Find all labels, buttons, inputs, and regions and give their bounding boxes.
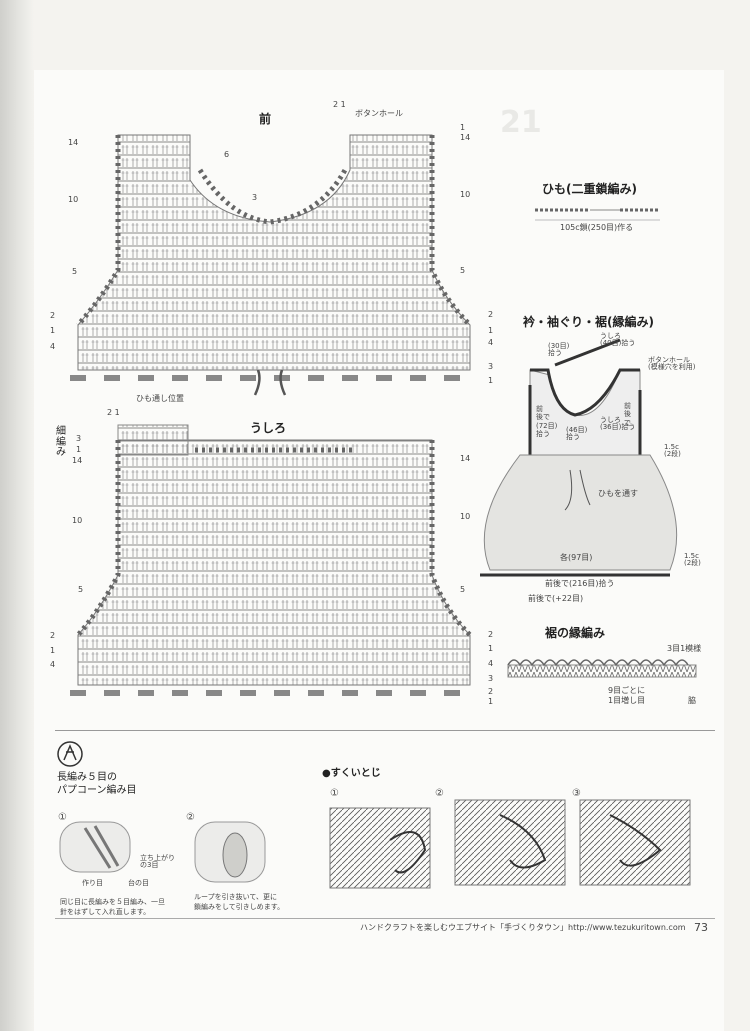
hem-increase-label: 9目ごとに 1目増し目 xyxy=(608,686,646,706)
edging-label-back40: うしろ (40目)拾う xyxy=(600,332,636,347)
footer-divider xyxy=(55,918,715,919)
front-left-row-label: 4 xyxy=(50,342,56,351)
front-top-rows: 2 1 xyxy=(333,100,346,109)
front-part-title: 前 xyxy=(259,112,272,126)
front-right-row-label: 5 xyxy=(460,266,466,275)
back-left-row-label: 4 xyxy=(50,660,56,669)
page-number: 73 xyxy=(694,921,708,934)
popcorn-chain3-label: 立ち上がり の3目 xyxy=(140,854,175,869)
edging-label-97: 各(97目) xyxy=(560,553,593,562)
edging-label-front72: 前 後で (72目) 拾う xyxy=(536,405,558,439)
edging-title: 衿・袖ぐり・裾(縁編み) xyxy=(523,315,654,329)
sukui-step3: ③ xyxy=(572,788,581,799)
edging-label-front-side: 前 後 で xyxy=(624,402,631,427)
front-right-row-label: 2 xyxy=(488,310,494,319)
footer-website: ハンドクラフトを楽しむウエブサイト「手づくりタウン」http://www.tez… xyxy=(360,923,686,932)
back-left-row-label: 14 xyxy=(72,456,83,465)
edging-label-15c-bottom: 1.5c (2段) xyxy=(684,552,701,567)
back-left-row-label: 1 xyxy=(76,445,82,454)
back-right-row-label: 10 xyxy=(460,512,471,521)
front-right-row-label: 10 xyxy=(460,190,471,199)
edging-label-46: (46目) 拾う xyxy=(566,426,588,441)
back-part-title: うしろ xyxy=(250,421,287,435)
back-left-row-label: 1 xyxy=(50,646,56,655)
front-left-row-label: 1 xyxy=(50,326,56,335)
popcorn-make-label: 作り目 xyxy=(82,879,103,887)
back-right-row-label: 2 xyxy=(488,630,494,639)
buttonhole-label: ボタンホール xyxy=(355,109,403,118)
edging-label-back36: うしろ (36目)拾う xyxy=(600,416,636,431)
edging-label-22: 前後で(+22目) xyxy=(528,594,584,603)
front-left-row-label: 10 xyxy=(68,195,79,204)
front-right-row-label: 14 xyxy=(460,133,471,142)
front-right-row-label: 1 xyxy=(460,123,466,132)
back-right-row-label: 3 xyxy=(488,674,494,683)
edging-label-15c: 1.5c (2段) xyxy=(664,443,681,458)
popcorn-step1: ① xyxy=(58,812,67,823)
back-right-row-label: 14 xyxy=(460,454,471,463)
section-divider xyxy=(55,730,715,731)
front-neck-row-label: 6 xyxy=(224,150,230,159)
edging-label-cord: ひもを通す xyxy=(598,489,638,498)
sukui-step1: ① xyxy=(330,788,339,799)
back-top-rows: 2 1 xyxy=(107,408,120,417)
popcorn-note1: 同じ目に長編みを５目編み、一旦 針をはずして入れ直します。 xyxy=(60,898,165,916)
front-right-row-label: 1 xyxy=(488,326,494,335)
back-right-row-label: 5 xyxy=(460,585,466,594)
front-left-row-label: 14 xyxy=(68,138,79,147)
back-left-row-label: 10 xyxy=(72,516,83,525)
cord-note: 105c鎖(250目)作る xyxy=(560,223,634,232)
cord-position-label: ひも通し位置 xyxy=(136,394,184,403)
sukui-step2: ② xyxy=(435,788,444,799)
back-right-row-label: 1 xyxy=(488,697,494,706)
back-left-row-label: 3 xyxy=(76,434,82,443)
hem-repeat-label: 3目1模様 xyxy=(667,644,702,653)
popcorn-title: 長編み５目の パプコーン編み目 xyxy=(57,772,137,796)
edging-label-30: (30目) 拾う xyxy=(548,342,570,357)
edging-label-216: 前後で(216目)拾う xyxy=(545,579,615,588)
show-through-number: 21 xyxy=(500,105,542,140)
back-right-row-label: 4 xyxy=(488,659,494,668)
back-right-row-label: 1 xyxy=(488,644,494,653)
front-left-row-label: 2 xyxy=(50,311,56,320)
front-neck-row-label: 3 xyxy=(252,193,258,202)
popcorn-step2: ② xyxy=(186,812,195,823)
back-left-row-label: 2 xyxy=(50,631,56,640)
book-spine-shadow xyxy=(0,0,34,1031)
sukui-title: ●すくいとじ xyxy=(322,768,381,779)
narrow-knit-label: 細編み xyxy=(56,426,66,458)
back-right-row-label: 2 xyxy=(488,687,494,696)
front-left-row-label: 5 xyxy=(72,267,78,276)
hem-title: 裾の縁編み xyxy=(545,626,606,640)
edging-label-buttonhole: ボタンホール (模様穴を利用) xyxy=(648,356,696,371)
front-right-row-label: 1 xyxy=(488,376,494,385)
front-right-row-label: 3 xyxy=(488,362,494,371)
front-right-row-label: 4 xyxy=(488,338,494,347)
popcorn-loop-note: ループを引き抜いて、更に 鎖編みをして引きしめます。 xyxy=(194,893,285,911)
popcorn-base-label: 台の目 xyxy=(128,879,149,887)
cord-title: ひも(二重鎖編み) xyxy=(542,182,637,196)
hem-side-label: 脇 xyxy=(688,696,696,705)
back-left-row-label: 5 xyxy=(78,585,84,594)
